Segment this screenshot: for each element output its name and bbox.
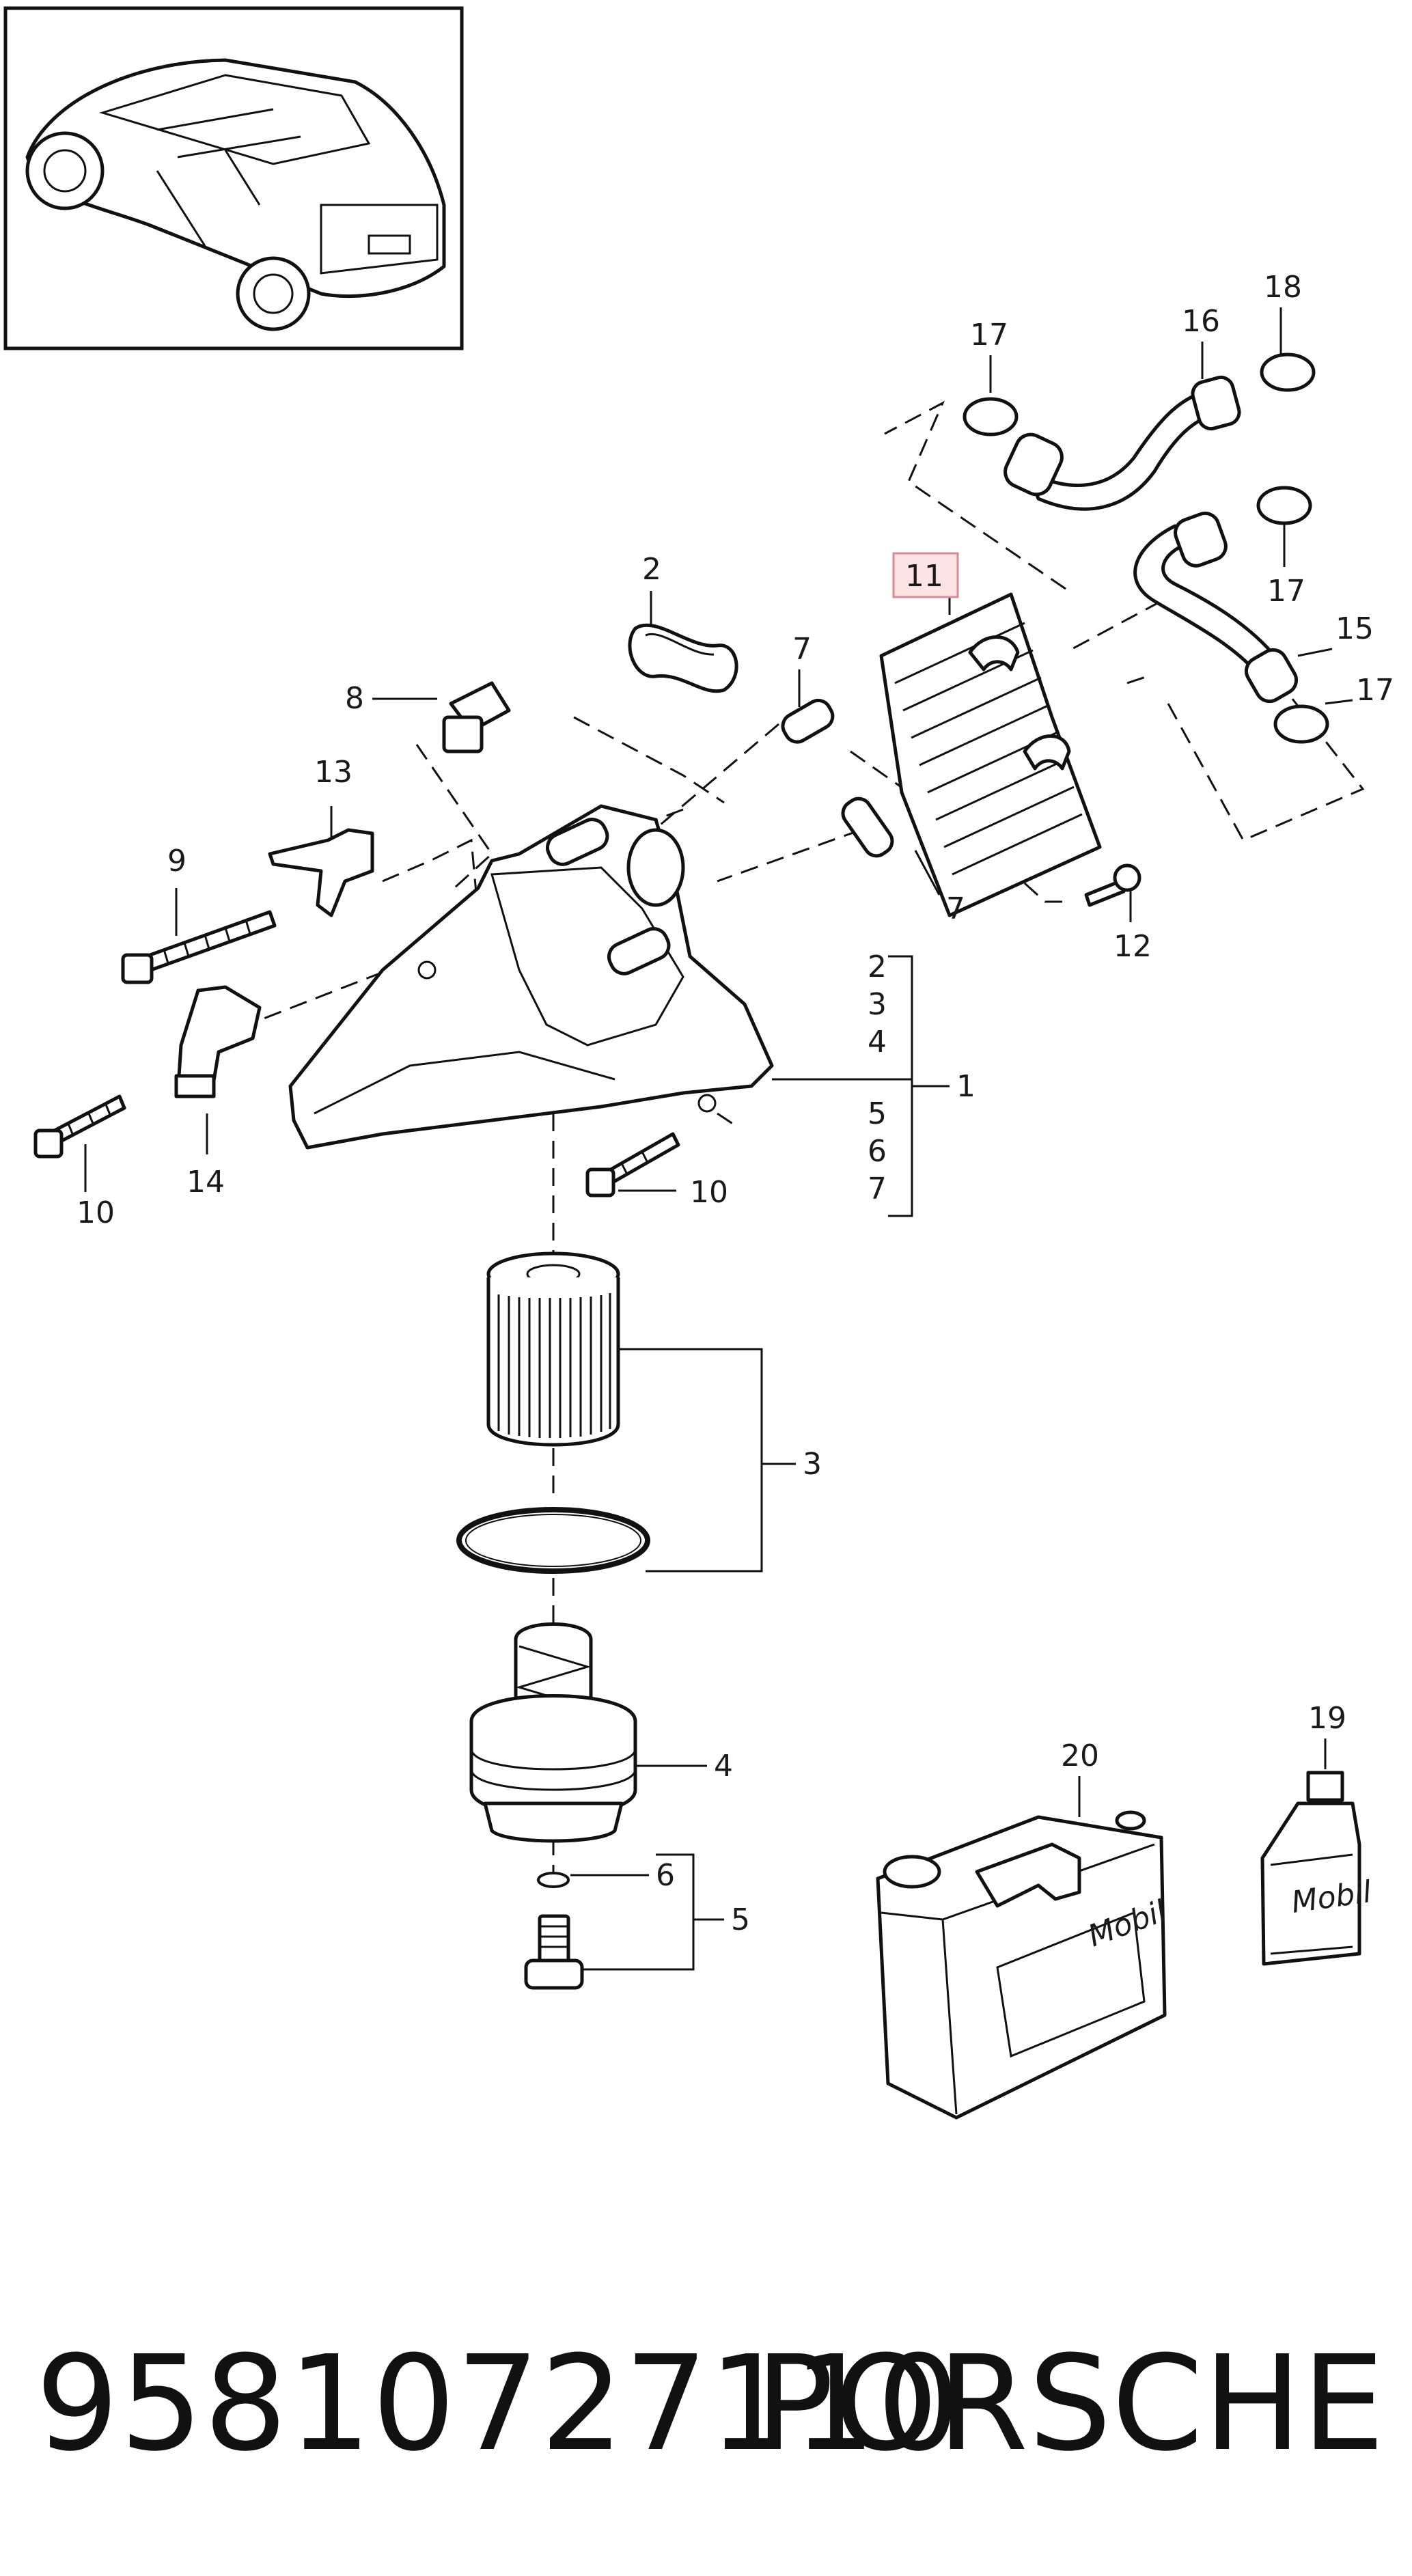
oil-canister-20: Mobil [876, 1810, 1172, 2120]
callout-7-lower: 7 [946, 891, 965, 926]
bolt-9 [121, 910, 277, 984]
callout-5: 5 [731, 1902, 750, 1937]
drain-plug-5 [524, 1914, 584, 1990]
seal-6 [537, 1872, 570, 1888]
callout-17-middle: 17 [1267, 574, 1305, 609]
oil-bottle-19: Mobil [1260, 1771, 1374, 1966]
vehicle-thumbnail [3, 6, 464, 350]
callout-17-top-left: 17 [970, 318, 1008, 352]
callout-7-upper: 7 [792, 632, 812, 667]
footer: 95810727110 PORSCHE [0, 2316, 1412, 2493]
bracket-14 [174, 985, 262, 1098]
callout-3: 3 [803, 1447, 822, 1482]
callout-6: 6 [656, 1858, 675, 1893]
callout-15: 15 [1335, 611, 1374, 646]
callout-17-right: 17 [1356, 673, 1394, 708]
callout-14: 14 [186, 1165, 225, 1200]
oil-filter-housing-1 [288, 804, 774, 1150]
callout-1: 1 [956, 1069, 975, 1104]
o-ring-7-upper [781, 698, 835, 744]
callout-20: 20 [1061, 1739, 1099, 1773]
leader-lines [84, 307, 1353, 1971]
callout-18: 18 [1264, 270, 1302, 305]
callout-4: 4 [714, 1749, 733, 1784]
hose-15 [1133, 511, 1299, 704]
brand-name: PORSCHE [755, 2328, 1385, 2480]
hose-16 [1003, 375, 1241, 511]
bolt-10-left [33, 1094, 126, 1159]
bolt-10-right [585, 1132, 680, 1197]
callout-11-highlight [892, 552, 959, 598]
sensor-8 [442, 681, 511, 753]
part-number: 95810727110 [36, 2328, 961, 2480]
group-member-3: 3 [868, 987, 887, 1022]
callout-10-left: 10 [77, 1195, 115, 1230]
callout-labels: 2 7 7 8 9 10 10 11 12 13 14 15 16 17 17 … [77, 270, 1394, 1937]
group-member-5: 5 [868, 1096, 887, 1131]
callout-12: 12 [1113, 929, 1152, 964]
group-member-2: 2 [868, 950, 887, 984]
gasket-2 [628, 623, 738, 693]
group-member-6: 6 [868, 1134, 887, 1169]
o-ring-7-lower [841, 797, 894, 858]
hose-clamps [963, 352, 1329, 744]
callout-16: 16 [1182, 304, 1220, 339]
group-member-4: 4 [868, 1025, 887, 1060]
bracket-13 [268, 828, 374, 917]
callout-9: 9 [167, 844, 186, 878]
bolt-12 [1084, 863, 1141, 907]
oil-cooler-11 [879, 592, 1102, 917]
callout-19: 19 [1308, 1701, 1346, 1736]
o-ring-3 [456, 1507, 650, 1574]
filter-element-3 [486, 1251, 620, 1447]
filter-cap-4 [469, 1622, 637, 1843]
group-member-7: 7 [868, 1172, 887, 1206]
callout-13: 13 [314, 755, 352, 790]
callout-2: 2 [642, 552, 661, 587]
callout-8: 8 [345, 681, 364, 716]
callout-11: 11 [905, 559, 943, 594]
callout-10-right: 10 [690, 1175, 728, 1210]
